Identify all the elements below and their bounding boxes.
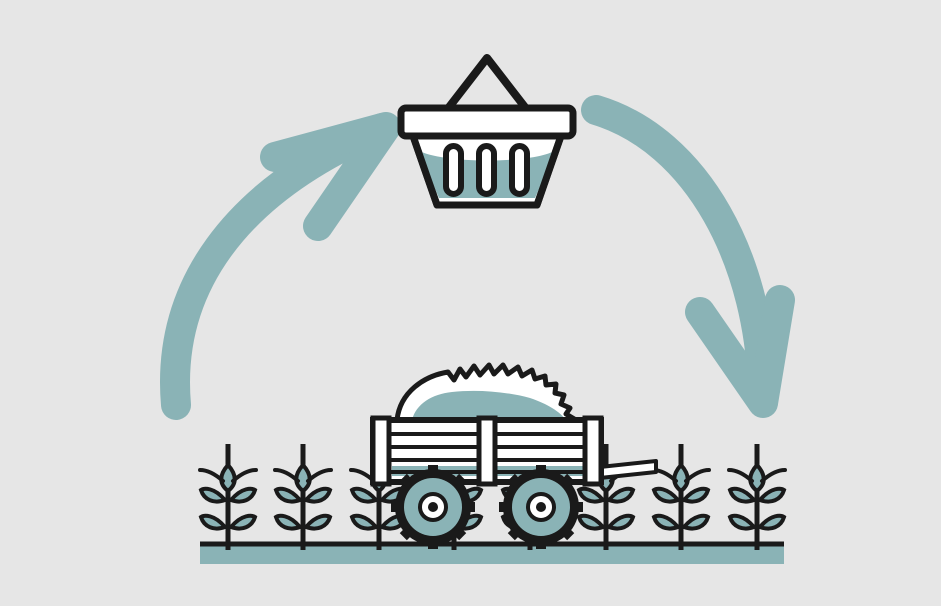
cycle-arrow-icon [160,95,795,420]
basket-icon [397,54,577,209]
ground [200,541,784,564]
hay-wagon-icon [370,362,658,551]
